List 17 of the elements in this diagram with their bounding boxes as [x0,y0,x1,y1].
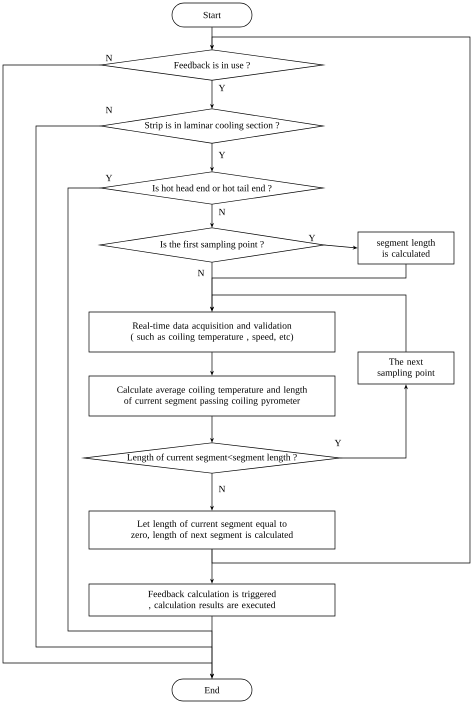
edge-label: N [218,484,226,494]
edge-label: N [104,106,114,114]
edge-label: Y [308,234,316,242]
edge-label: Y [218,84,226,92]
edge-label: N [104,54,114,62]
edge-label: N [218,208,226,216]
process-box: Let length of current segment equal to zero, length of next segment is calculated [88,510,336,550]
process-box: Calculate average coiling temperature and length of current segment passing coiling pyrometer [88,376,336,416]
process-box: Real-time data acquisition and validation ( such as coiling temperature , speed, etc) [88,312,336,352]
terminal-box: End [172,678,252,702]
edge-label: Y [218,150,226,160]
process-box: Feedback calculation is triggered , calculation results are executed [88,584,336,616]
process-box: The next sampling point [358,352,454,384]
terminal-box: Start [172,2,252,28]
process-box: segment length is calculated [358,232,454,264]
edge-label: Y [104,174,114,182]
edge-label: N [196,268,206,278]
